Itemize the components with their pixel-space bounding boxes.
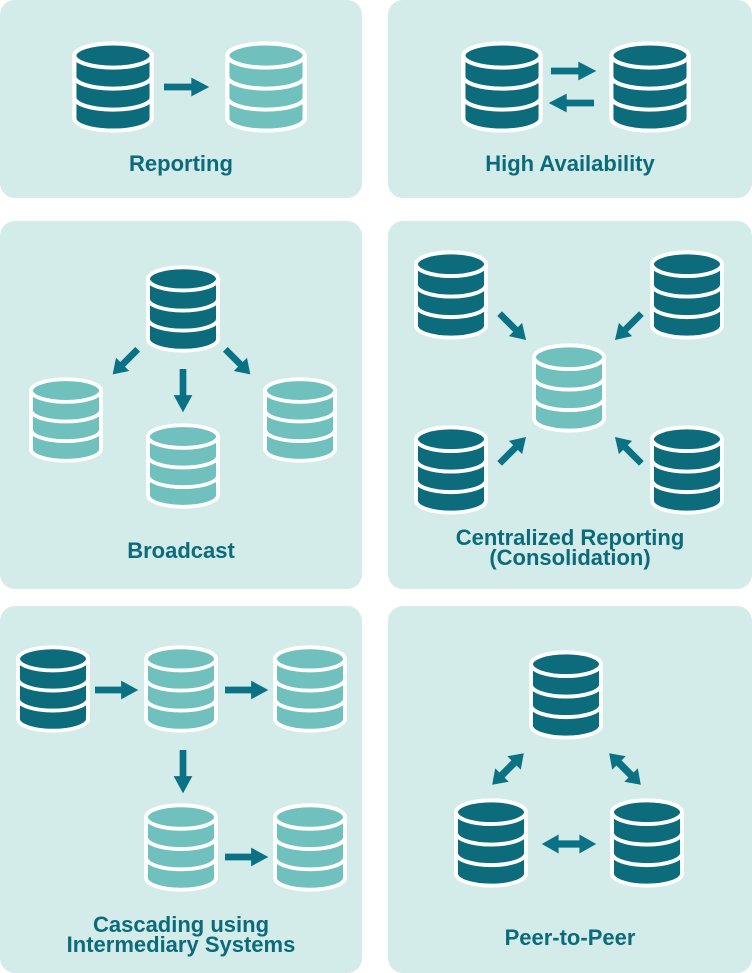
database-icon-dark [608, 41, 692, 133]
panel-cascading-label: Cascading using Intermediary Systems [66, 912, 296, 957]
panel-cascading: Cascading using Intermediary Systems [0, 606, 362, 973]
panel-peer-to-peer-label: Peer-to-Peer [504, 925, 636, 950]
diagram-broadcast [0, 221, 362, 589]
arrow-up-left-icon [607, 429, 648, 470]
arrow-left-icon [548, 93, 594, 113]
database-icon-light [145, 423, 221, 509]
panel-centralized-reporting: Centralized Reporting (Consolidation) [388, 221, 752, 589]
database-icon-dark [609, 798, 685, 888]
arrow-down-icon [173, 750, 193, 794]
diagram-high-availability [388, 0, 752, 198]
panel-high-availability: High Availability [388, 0, 752, 198]
arrow-down-left-icon [607, 306, 648, 347]
diagram-peer-to-peer [388, 606, 752, 973]
double-arrow-diagonal-icon [601, 745, 649, 793]
double-arrow-diagonal-icon [484, 745, 532, 793]
arrow-right-icon [551, 61, 597, 81]
database-icon-dark [413, 250, 489, 340]
arrow-right-icon [225, 680, 269, 700]
panel-centralized-reporting-label: Centralized Reporting (Consolidation) [455, 525, 685, 570]
database-icon-dark [453, 798, 529, 888]
database-icon-dark [460, 41, 544, 133]
database-icon-light [272, 645, 348, 733]
database-icon-light [143, 645, 219, 733]
database-icon-light [262, 377, 338, 463]
arrow-up-right-icon [492, 429, 533, 470]
database-icon-light [28, 377, 104, 463]
panel-broadcast: Broadcast [0, 221, 362, 589]
database-icon-dark [528, 650, 604, 740]
panel-high-availability-label: High Availability [485, 151, 655, 176]
arrow-right-icon [95, 680, 139, 700]
panel-reporting-label: Reporting [129, 151, 233, 176]
panel-peer-to-peer: Peer-to-Peer [388, 606, 752, 973]
diagram-reporting [0, 0, 362, 198]
double-arrow-horizontal-icon [541, 833, 597, 855]
database-icon-dark [413, 425, 489, 515]
database-icon-light [531, 343, 607, 433]
database-icon-light [224, 41, 308, 133]
diagram-centralized-reporting [388, 221, 752, 589]
database-icon-light [143, 803, 219, 892]
arrow-right-icon [225, 847, 269, 867]
database-icon-dark [649, 425, 725, 515]
database-icon-dark [145, 265, 221, 353]
arrow-down-right-icon [492, 306, 533, 347]
arrow-down-icon [173, 369, 193, 413]
panel-broadcast-label: Broadcast [127, 538, 235, 563]
database-icon-light [272, 803, 348, 892]
arrow-down-right-icon [218, 342, 258, 382]
arrow-right-icon [164, 77, 210, 97]
panel-reporting: Reporting [0, 0, 362, 198]
database-icon-dark [649, 250, 725, 340]
arrow-down-left-icon [105, 342, 145, 382]
diagram-cascading [0, 606, 362, 973]
database-icon-dark [71, 41, 155, 133]
database-icon-dark [15, 645, 91, 733]
